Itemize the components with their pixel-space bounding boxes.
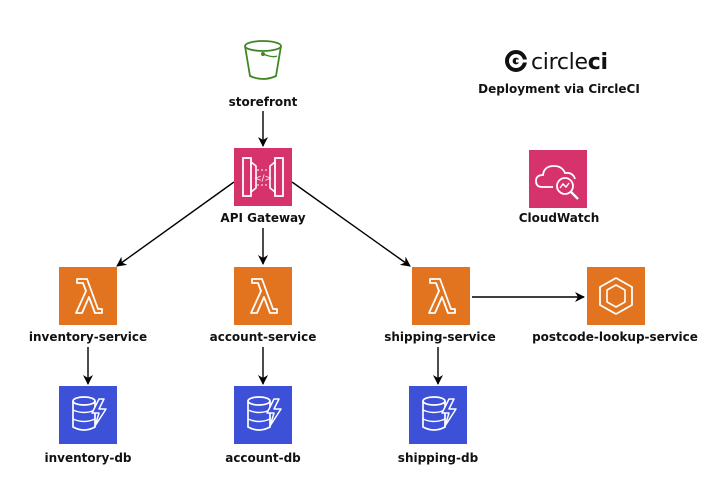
- account-db-label: account-db: [225, 451, 301, 465]
- inventory-db-label: inventory-db: [44, 451, 131, 465]
- shipping-db-node: shipping-db: [398, 386, 479, 465]
- svg-text:</>: </>: [254, 174, 272, 184]
- inventory-service-node: inventory-service: [29, 267, 147, 344]
- circleci-logo-icon: [505, 50, 527, 72]
- circleci-wordmark-bold: ci: [588, 50, 608, 75]
- account-service-label: account-service: [210, 330, 317, 344]
- dynamodb-icon: [59, 386, 117, 444]
- s3-bucket-icon: [244, 40, 282, 80]
- api-gateway-label: API Gateway: [220, 211, 305, 225]
- circleci-wordmark: circleci: [531, 50, 608, 75]
- edge-api-gateway-to-inventory-service: [116, 181, 235, 267]
- storefront-node: storefront: [229, 40, 298, 109]
- container-icon: [587, 267, 645, 325]
- edge-api-gateway-to-shipping-service: [291, 181, 411, 267]
- circleci-brand: circleci Deployment via CircleCI: [478, 50, 640, 96]
- cloudwatch-node: CloudWatch: [519, 150, 600, 225]
- postcode-lookup-service-node: postcode-lookup-service: [532, 267, 698, 344]
- dynamodb-icon: [409, 386, 467, 444]
- postcode-lookup-service-label: postcode-lookup-service: [532, 330, 698, 344]
- api-gateway-icon: </>: [234, 148, 292, 206]
- inventory-db-node: inventory-db: [44, 386, 132, 465]
- account-service-node: account-service: [210, 267, 317, 344]
- edges: [83, 111, 585, 385]
- deployment-caption: Deployment via CircleCI: [478, 82, 640, 96]
- lambda-icon: [59, 267, 117, 325]
- shipping-service-node: shipping-service: [384, 267, 496, 344]
- dynamodb-icon: [234, 386, 292, 444]
- circleci-wordmark-light: circle: [531, 50, 588, 75]
- shipping-db-label: shipping-db: [398, 451, 479, 465]
- account-db-node: account-db: [225, 386, 301, 465]
- cloudwatch-label: CloudWatch: [519, 211, 600, 225]
- lambda-icon: [412, 267, 470, 325]
- storefront-label: storefront: [229, 95, 298, 109]
- cloudwatch-icon: [529, 150, 587, 208]
- inventory-service-label: inventory-service: [29, 330, 147, 344]
- api-gateway-node: </> API Gateway: [220, 148, 306, 225]
- shipping-service-label: shipping-service: [384, 330, 496, 344]
- lambda-icon: [234, 267, 292, 325]
